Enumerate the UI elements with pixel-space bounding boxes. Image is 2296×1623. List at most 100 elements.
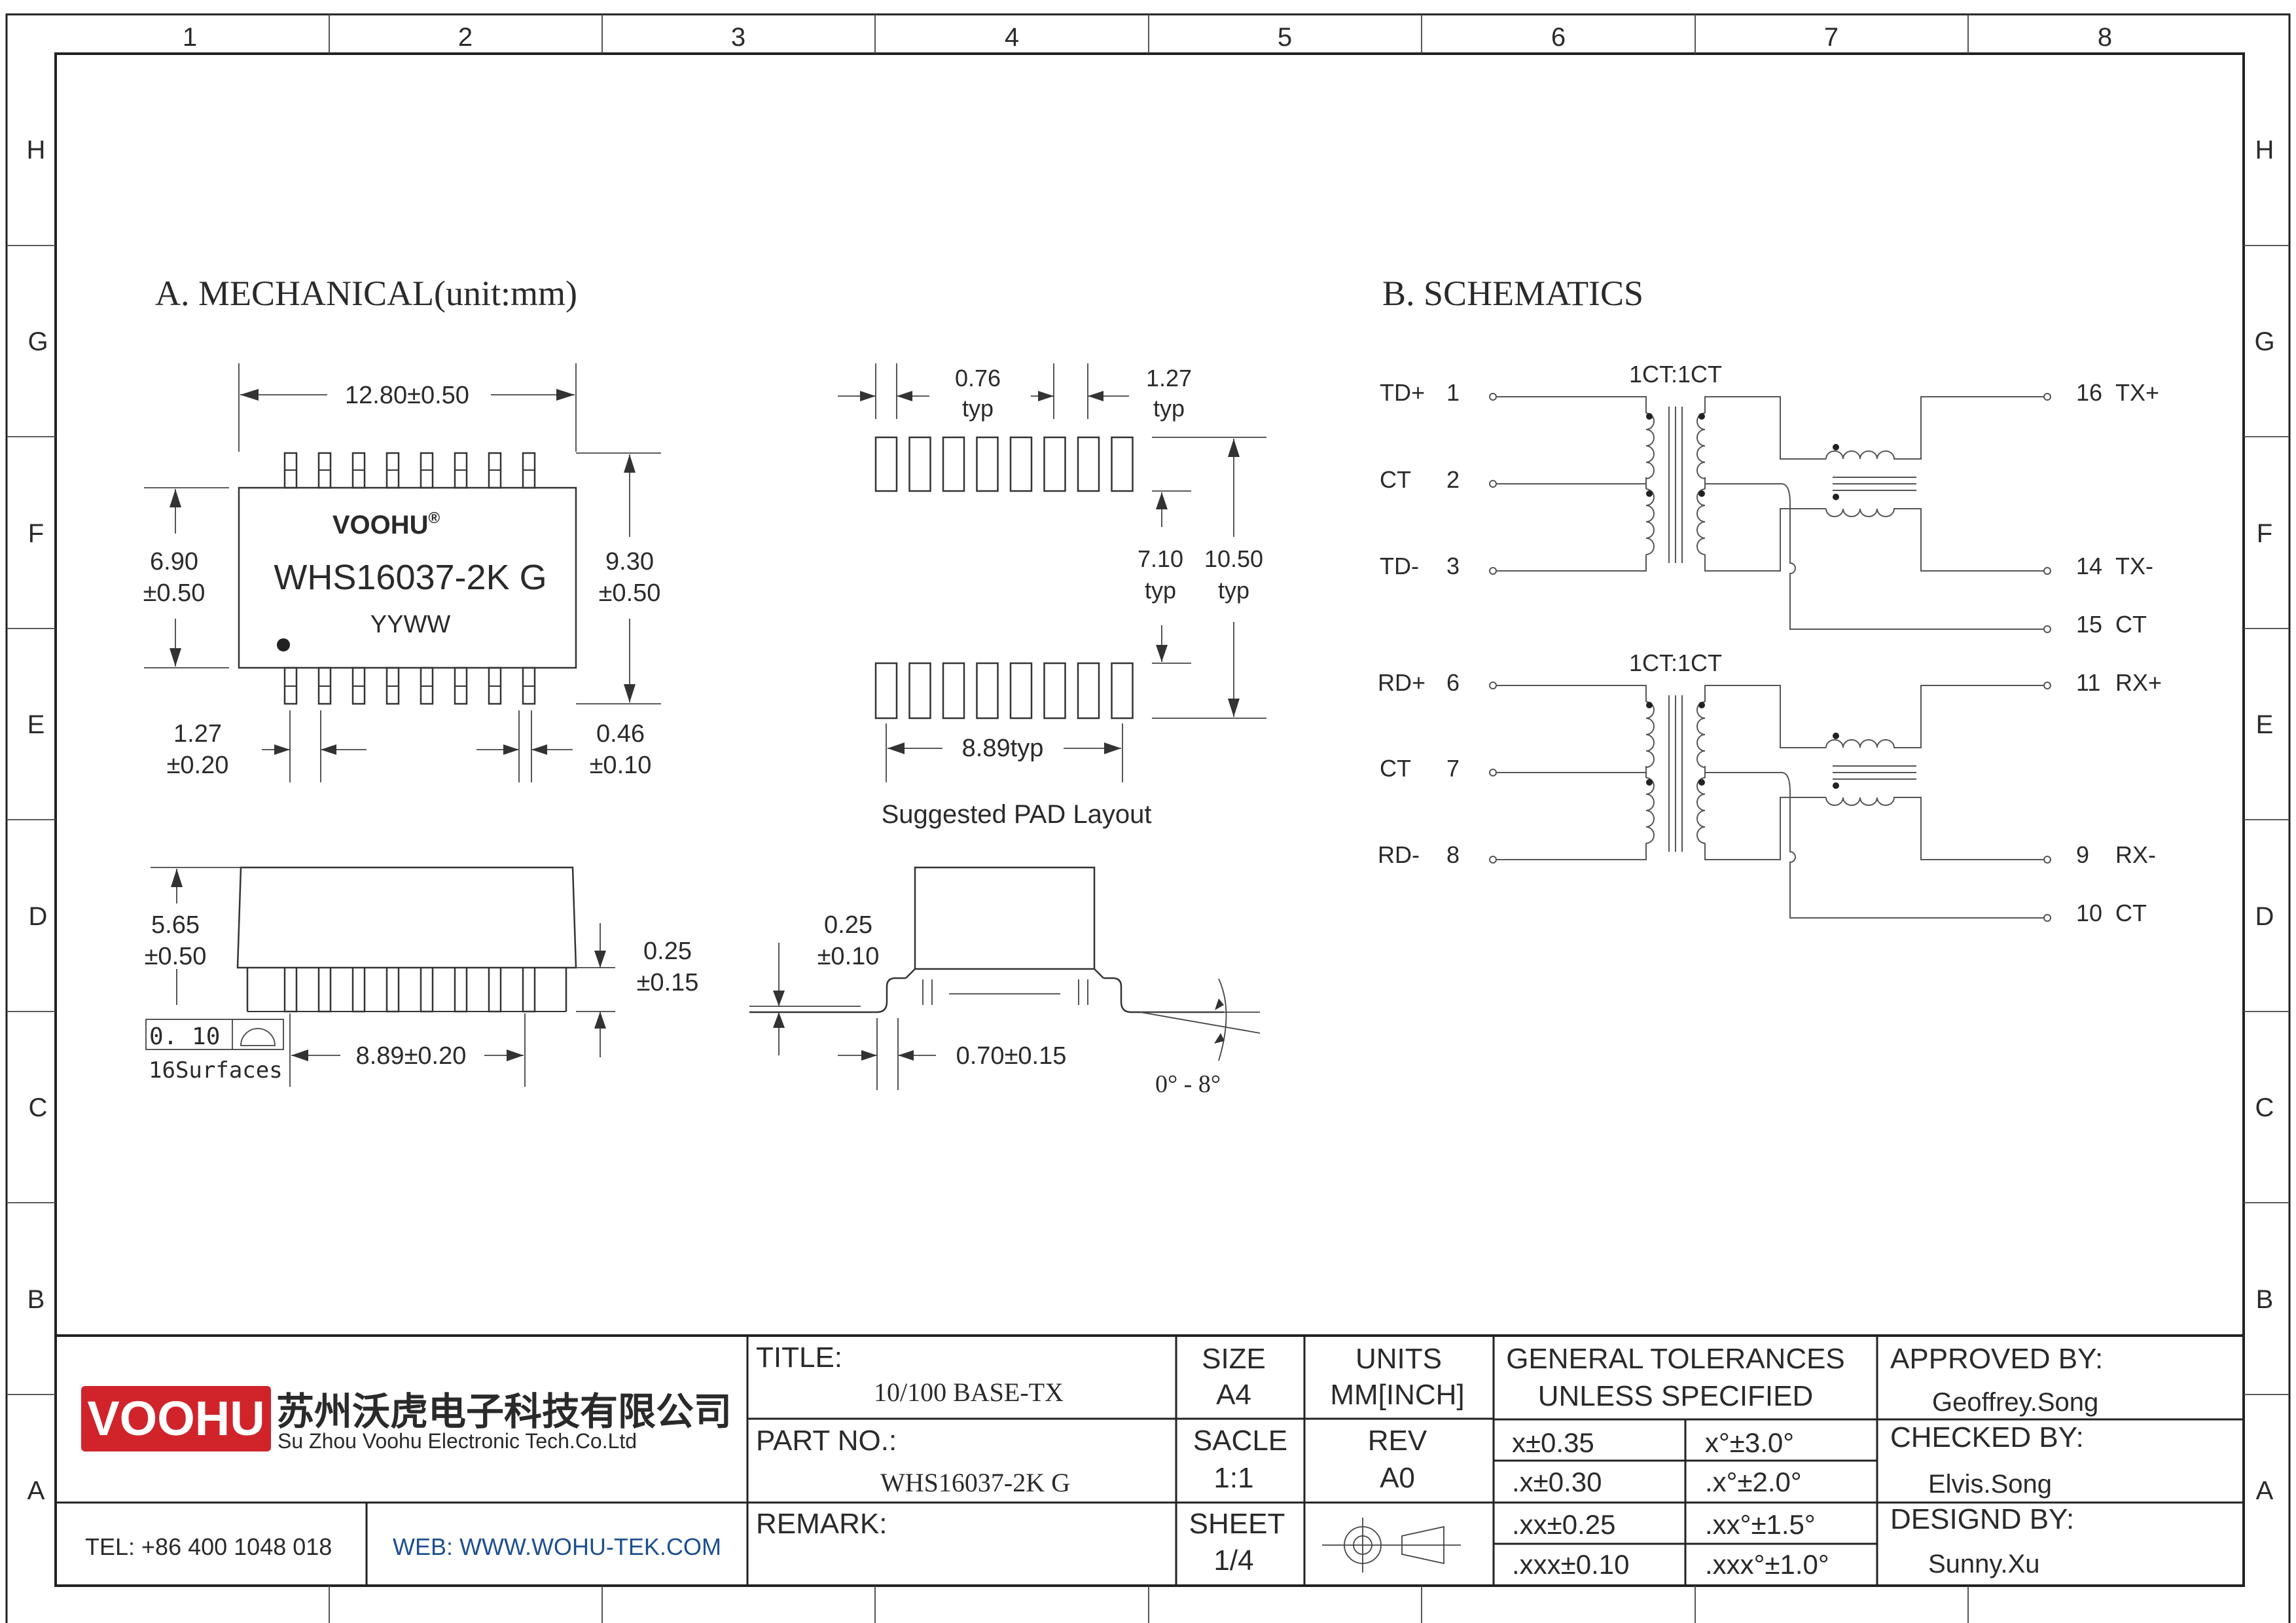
row-g-label: G bbox=[27, 327, 48, 356]
scale-label: SACLE bbox=[1193, 1425, 1287, 1457]
pin-number-11: 11 bbox=[2076, 669, 2100, 696]
pin-number-1: 1 bbox=[1446, 379, 1460, 406]
designed-value: Sunny.Xu bbox=[1928, 1550, 2040, 1578]
secondary-winding bbox=[1696, 412, 1706, 555]
center-tap-wire bbox=[1704, 477, 2044, 630]
size-value: A4 bbox=[1216, 1379, 1251, 1411]
company-name-cn: 苏州沃虎电子科技有限公司 bbox=[276, 1391, 732, 1433]
pin-name-ct-10: CT bbox=[2115, 900, 2147, 926]
polarity-dot bbox=[1698, 779, 1705, 786]
terminal-right-2 bbox=[2043, 914, 2051, 922]
remark-label: REMARK: bbox=[756, 1508, 887, 1540]
pin-number-6: 6 bbox=[1446, 669, 1460, 696]
row-a-label-right: A bbox=[2256, 1476, 2274, 1505]
primary-winding bbox=[1645, 701, 1655, 844]
terminal-left-2 bbox=[1489, 856, 1497, 864]
dim-pitch: 1.27 bbox=[173, 720, 222, 748]
terminal-left-2 bbox=[1489, 567, 1497, 575]
title-block: VOOHU 苏州沃虎电子科技有限公司 Su Zhou Voohu Electro… bbox=[56, 1334, 2244, 1586]
pin-number-15: 15 bbox=[2076, 611, 2102, 638]
terminal-left-1 bbox=[1489, 769, 1497, 776]
pin-number-8: 8 bbox=[1446, 841, 1460, 868]
pad-top-4 bbox=[976, 436, 999, 492]
units-label: UNITS bbox=[1355, 1343, 1442, 1375]
tolerance-title-1: GENERAL TOLERANCES bbox=[1506, 1343, 1845, 1375]
dim-span: 8.89±0.20 bbox=[356, 1042, 467, 1070]
pin-name-rx-minus: RX- bbox=[2115, 841, 2156, 868]
dim-pad-pitch-typ: typ bbox=[1153, 395, 1185, 422]
dim-standoff-tol: ±0.15 bbox=[637, 969, 699, 996]
row-labels-right: H G F E D C B A bbox=[2254, 136, 2274, 1505]
polarity-dot bbox=[1646, 702, 1653, 708]
terminal-left-0 bbox=[1489, 393, 1497, 401]
polarity-dot bbox=[1698, 413, 1705, 420]
pad-top-7 bbox=[1077, 436, 1100, 492]
terminal-right-0 bbox=[2043, 393, 2051, 401]
part-no-label: PART NO.: bbox=[756, 1425, 897, 1457]
pad-top-1 bbox=[874, 436, 898, 492]
dim-total-height: 9.30 bbox=[605, 548, 654, 575]
pin-number-2: 2 bbox=[1446, 466, 1460, 493]
row-e-label-right: E bbox=[2256, 710, 2274, 739]
polarity-dot bbox=[1646, 490, 1653, 497]
pad-top-6 bbox=[1043, 436, 1066, 492]
polarity-dot bbox=[1833, 733, 1839, 739]
channel-1: 1CT:1CT TD+ 1 CT 2 TD- 3 16 TX+ 14 TX- 1… bbox=[1380, 361, 2159, 638]
dim-outer-span: 10.50 bbox=[1204, 545, 1263, 572]
size-label: SIZE bbox=[1202, 1343, 1266, 1375]
polarity-dot bbox=[1698, 702, 1705, 708]
pad-bottom-2 bbox=[908, 662, 931, 720]
pads-bottom-row bbox=[874, 662, 1134, 720]
channel-2: 1CT:1CT RD+ 6 CT 7 RD- 8 11 RX+ 9 RX- 10… bbox=[1378, 649, 2162, 926]
column-labels: 1 2 3 4 5 6 7 8 bbox=[183, 23, 2112, 52]
pad-layout: 0.76 typ 1.27 typ 7.10 typ 10.50 typ 8.8… bbox=[838, 363, 1266, 829]
row-h-label: H bbox=[27, 136, 46, 164]
terminal-right-2 bbox=[2043, 625, 2051, 633]
projection-symbol-icon bbox=[1322, 1518, 1461, 1573]
top-view-body bbox=[238, 486, 577, 669]
part-no-value: WHS16037-2K G bbox=[880, 1468, 1070, 1497]
row-c-label: C bbox=[29, 1093, 48, 1122]
row-d-label: D bbox=[29, 902, 48, 931]
row-e-label: E bbox=[27, 710, 45, 739]
row-h-label-right: H bbox=[2255, 136, 2274, 164]
side-view-leads bbox=[246, 968, 567, 1013]
center-tap-wire bbox=[1704, 766, 2044, 919]
pad-top-3 bbox=[942, 436, 965, 492]
terminal-right-1 bbox=[2043, 856, 2051, 864]
rev-label: REV bbox=[1368, 1425, 1427, 1457]
pin-name-rd-minus: RD- bbox=[1378, 841, 1420, 868]
col-1-label: 1 bbox=[183, 23, 197, 52]
top-view-leads-top bbox=[283, 452, 536, 489]
tol-angle-3: .xxx°±1.0° bbox=[1705, 1549, 1829, 1580]
dim-total-height-tol: ±0.50 bbox=[599, 579, 661, 607]
surfaces-label: 16Surfaces bbox=[149, 1057, 283, 1084]
units-value: MM[INCH] bbox=[1330, 1379, 1464, 1411]
pin-name-rd-plus: RD+ bbox=[1378, 669, 1426, 696]
row-b-label-right: B bbox=[2256, 1285, 2274, 1314]
dim-pad-width: 0.76 bbox=[955, 365, 1001, 392]
dim-body-height-tol: ±0.50 bbox=[143, 579, 206, 607]
choke-winding-top bbox=[1825, 685, 2044, 748]
checked-label: CHECKED BY: bbox=[1890, 1421, 2084, 1453]
pin-name-ct-2: CT bbox=[1380, 466, 1411, 493]
pin-number-7: 7 bbox=[1446, 755, 1460, 782]
pin-name-ct-15: CT bbox=[2115, 611, 2147, 638]
lead-angle: 0° - 8° bbox=[1155, 1070, 1221, 1098]
col-6-label: 6 bbox=[1551, 23, 1566, 52]
title-label: TITLE: bbox=[756, 1341, 842, 1374]
col-5-label: 5 bbox=[1278, 23, 1292, 52]
pin1-dot bbox=[277, 638, 290, 651]
sheet-label: SHEET bbox=[1189, 1508, 1285, 1540]
tol-angle-2: .xx°±1.5° bbox=[1705, 1509, 1816, 1540]
tol-linear-1: .x±0.30 bbox=[1512, 1467, 1602, 1497]
dim-thickness: 0.25 bbox=[824, 911, 872, 939]
pad-top-2 bbox=[908, 436, 931, 492]
column-dividers bbox=[329, 14, 1969, 1623]
pad-top-5 bbox=[1009, 436, 1033, 492]
choke-winding-bottom bbox=[1825, 508, 2044, 572]
schematics-heading: B. SCHEMATICS bbox=[1382, 274, 1643, 313]
mechanical-heading: A. MECHANICAL(unit:mm) bbox=[155, 274, 577, 313]
end-view-lead-left bbox=[749, 977, 906, 1013]
